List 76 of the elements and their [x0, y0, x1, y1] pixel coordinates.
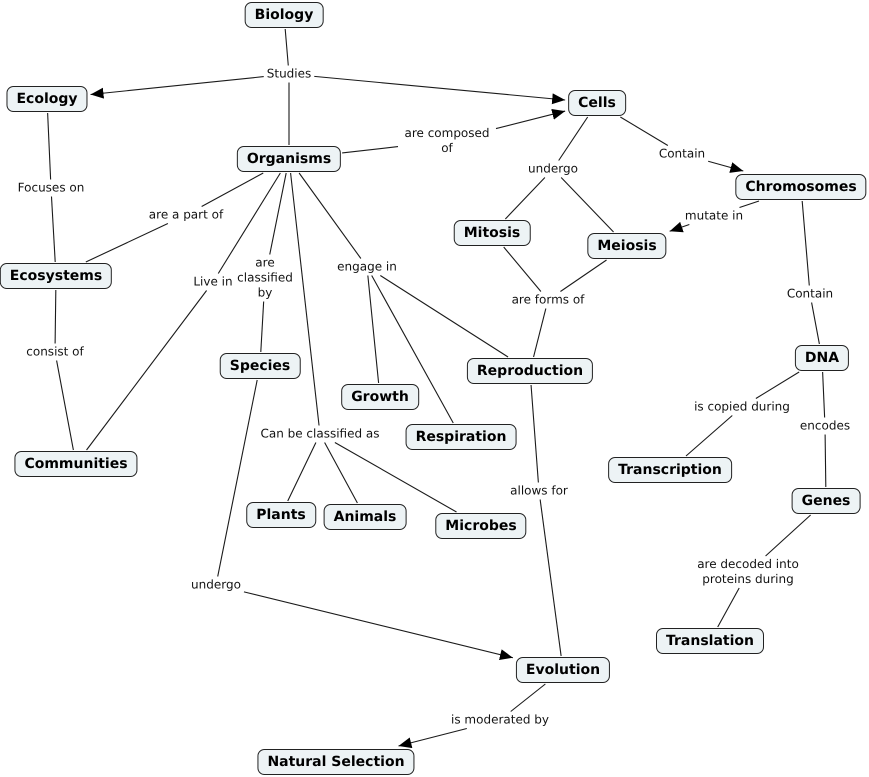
concept-box: Transcription [608, 457, 732, 483]
connector-line [560, 260, 607, 292]
connector-line [56, 360, 74, 450]
connector-line [503, 246, 542, 292]
concept-box: Reproduction [466, 358, 594, 384]
connector-line [201, 172, 264, 207]
connector-line [756, 372, 800, 399]
connector-line [765, 514, 811, 556]
linking-phrase: is copied during [692, 400, 792, 414]
concept-box: Genes [792, 488, 860, 514]
concept-box: Plants [246, 502, 316, 528]
connector-line [284, 28, 289, 66]
connector-line [533, 308, 546, 358]
connector-line [287, 442, 316, 502]
linking-phrase: engage in [335, 260, 399, 274]
concept-box: Ecology [6, 86, 88, 112]
concept-box: Biology [244, 2, 324, 28]
connector-line [342, 146, 398, 154]
connector-line [371, 275, 454, 424]
concept-box: Species [220, 353, 300, 379]
connector-line [47, 112, 52, 180]
arrow [314, 76, 566, 104]
linking-phrase: undergo [526, 162, 580, 176]
connector-line [504, 177, 546, 220]
arrow [669, 222, 690, 232]
concept-box: DNA [794, 345, 850, 371]
concept-box: Mitosis [454, 220, 530, 246]
arrow [708, 160, 744, 173]
concept-box: Cells [568, 90, 626, 116]
connector-line [298, 172, 362, 259]
concept-box: Translation [656, 628, 764, 654]
connector-line [811, 302, 820, 344]
concept-box: Microbes [435, 513, 527, 539]
connector-line [288, 82, 290, 145]
linking-phrase: are a part of [146, 208, 226, 222]
connector-line [558, 116, 588, 161]
arrow [398, 728, 467, 748]
concept-box: Chromosomes [735, 174, 867, 200]
concept-box: Animals [324, 504, 406, 530]
concept-box: Natural Selection [257, 749, 415, 775]
connector-line [50, 196, 56, 262]
connector-line [560, 177, 614, 232]
connector-line [717, 588, 740, 628]
linking-phrase: undergo [189, 578, 243, 592]
connector-line [686, 415, 733, 456]
connector-line [86, 223, 168, 262]
connector-line [217, 380, 258, 577]
connector-line [367, 275, 380, 384]
arrow [496, 108, 566, 130]
connector-line [334, 442, 457, 512]
connector-line [54, 290, 56, 344]
arrow [244, 591, 514, 660]
connector-line [739, 200, 760, 208]
concept-box: Evolution [516, 657, 610, 683]
connector-line [86, 290, 208, 450]
connector-line [802, 200, 810, 286]
concept-box: Meiosis [587, 233, 667, 259]
connector-line [822, 372, 826, 418]
concept-box: Growth [341, 384, 419, 410]
connector-line [269, 172, 287, 255]
connector-line [510, 684, 546, 712]
concept-box: Organisms [236, 146, 342, 172]
connector-line [540, 499, 562, 656]
connector-line [824, 434, 826, 487]
concept-box: Communities [14, 451, 138, 477]
concept-box: Respiration [406, 424, 516, 450]
linking-phrase: is moderated by [449, 712, 551, 728]
connector-line [620, 116, 668, 146]
connector-line [290, 172, 320, 426]
arrow [90, 76, 264, 99]
connector-line [324, 442, 358, 504]
connector-line [218, 172, 281, 274]
connector-line [380, 275, 508, 358]
connector-line [260, 301, 264, 352]
connector-line [530, 384, 539, 483]
concept-box: Ecosystems [0, 263, 112, 289]
